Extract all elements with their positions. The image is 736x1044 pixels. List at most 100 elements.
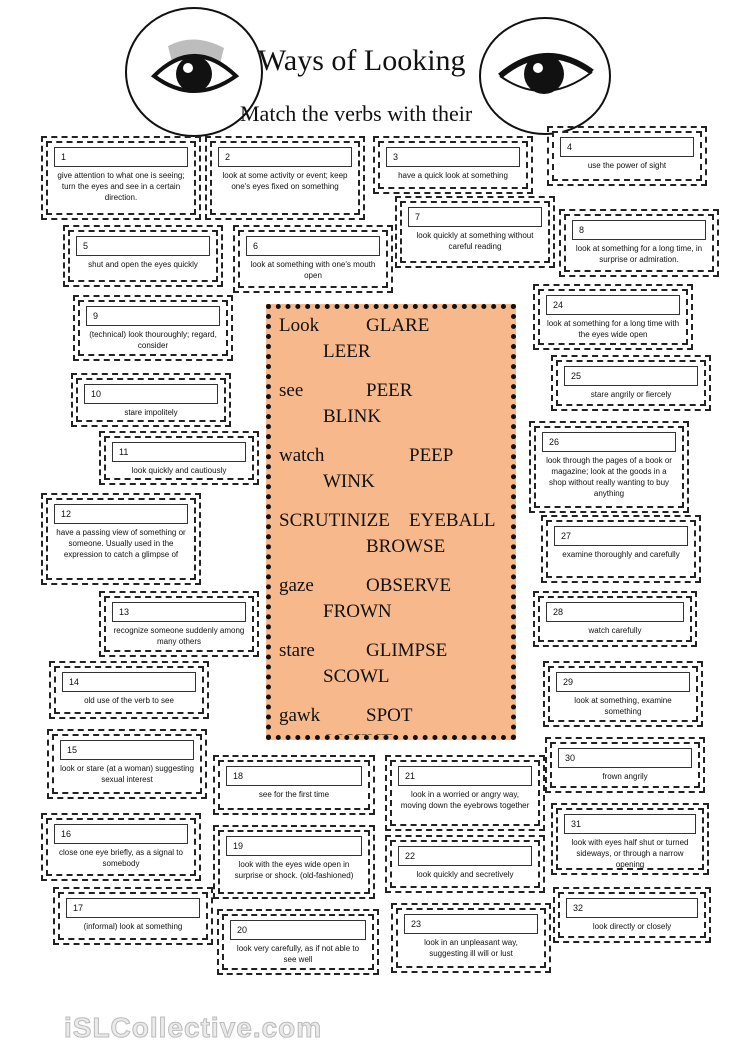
answer-field[interactable]: 19 [226,836,362,856]
definition-text: examine thoroughly and carefully [562,550,680,559]
word: GLARE [366,315,430,336]
answer-field[interactable]: 2 [218,147,352,167]
definition-card-30: 30 frown angrily [545,737,705,793]
answer-field[interactable]: 24 [546,295,680,315]
answer-field[interactable]: 20 [230,920,366,940]
word: see [279,380,304,401]
word: WINK [323,471,375,492]
definition-text: (informal) look at something [83,922,183,931]
definition-text: look at some activity or event; keep one… [222,171,348,191]
answer-field[interactable]: 7 [408,207,542,227]
definition-card-8: 8 look at something for a long time, in … [559,209,719,277]
word: SCOWL [323,666,390,687]
definition-card-15: 15 look or stare (at a woman) suggesting… [47,729,207,799]
page-subtitle: Match the verbs with their [240,101,473,126]
definition-card-19: 19 look with the eyes wide open in surpr… [213,825,375,899]
definition-text: look at something with one's mouth open [250,260,376,280]
definition-text: look very carefully, as if not able to s… [236,944,360,964]
word: BLINK [323,406,382,427]
page-title: Ways of Looking [258,44,466,77]
word-bank: Look GLARE LEER see PEER BLINK watch PEE… [266,304,516,740]
answer-field[interactable]: 26 [542,432,676,452]
definition-text: stare angrily or fiercely [590,390,672,399]
word: GLIMPSE [366,640,448,661]
answer-field[interactable]: 15 [60,740,194,760]
answer-field[interactable]: 10 [84,384,218,404]
answer-field[interactable]: 28 [546,602,684,622]
word: gawk [279,705,321,726]
definition-text: look quickly at something without carefu… [416,231,534,251]
answer-field[interactable]: 32 [566,898,698,918]
definition-text: see for the first time [258,790,330,799]
word: watch [279,445,325,466]
answer-field[interactable]: 30 [558,748,692,768]
answer-field[interactable]: 18 [226,766,362,786]
answer-field[interactable]: 11 [112,442,246,462]
definition-card-29: 29 look at something, examine something [543,661,703,727]
word: OBSERVE [366,575,452,596]
answer-field[interactable]: 22 [398,846,532,866]
definition-card-6: 6 look at something with one's mouth ope… [233,225,393,293]
answer-field[interactable]: 9 [86,306,220,326]
answer-field[interactable]: 31 [564,814,696,834]
definition-card-13: 13 recognize someone suddenly among many… [99,591,259,657]
answer-field[interactable]: 23 [404,914,538,934]
definition-text: look through the pages of a book or maga… [546,456,672,498]
word: SPOT [366,705,413,726]
definition-card-3: 3 have a quick look at something [373,136,533,194]
word: PEER [366,380,413,401]
definition-text: frown angrily [602,772,648,781]
definition-text: shut and open the eyes quickly [88,260,198,269]
word: SCRUTINIZE [279,510,390,531]
answer-field[interactable]: 1 [54,147,188,167]
definition-card-17: 17 (informal) look at something [53,887,213,945]
answer-field[interactable]: 12 [54,504,188,524]
definition-text: old use of the verb to see [84,696,174,705]
definition-text: look with eyes half shut or turned sidew… [571,838,689,869]
word: LEER [323,341,371,362]
definition-card-31: 31 look with eyes half shut or turned si… [551,803,709,875]
answer-field[interactable]: 21 [398,766,532,786]
answer-field[interactable]: 4 [560,137,694,157]
word: stare [279,640,315,661]
definition-text: close one eye briefly, as a signal to so… [59,848,183,868]
word: BROWSE [366,536,446,557]
answer-field[interactable]: 29 [556,672,690,692]
answer-field[interactable]: 14 [62,672,196,692]
definition-text: have a passing view of something or some… [56,528,186,559]
definition-card-2: 2 look at some activity or event; keep o… [205,136,365,220]
definition-card-18: 18 see for the first time [213,755,375,815]
answer-field[interactable]: 27 [554,526,688,546]
definition-card-24: 24 look at something for a long time wit… [533,284,693,350]
answer-field[interactable]: 8 [572,220,706,240]
definition-text: stare impolitely [124,408,178,417]
answer-field[interactable]: 6 [246,236,380,256]
definition-text: recognize someone suddenly among many ot… [113,626,245,646]
definition-text: look at something, examine something [574,696,672,716]
answer-field[interactable]: 3 [386,147,520,167]
definition-card-7: 7 look quickly at something without care… [395,196,555,268]
definition-text: watch carefully [588,626,642,635]
answer-field[interactable]: 5 [76,236,210,256]
definition-card-23: 23 look in an unpleasant way, suggesting… [391,903,551,973]
definition-card-21: 21 look in a worried or angry way, movin… [385,755,545,831]
definition-card-22: 22 look quickly and secretively [385,835,545,893]
definition-text: look in an unpleasant way, suggesting il… [424,938,518,958]
answer-field[interactable]: 25 [564,366,698,386]
definition-card-11: 11 look quickly and cautiously [99,431,259,485]
left-eye-icon [125,7,263,137]
definition-text: use the power of sight [587,161,667,170]
right-eye-icon [479,17,611,135]
definition-text: look with the eyes wide open in surprise… [234,860,354,880]
answer-field[interactable]: 13 [112,602,246,622]
word: Look [279,315,320,336]
definition-text: have a quick look at something [398,171,508,180]
definition-text: look at something for a long time, in su… [575,244,703,264]
answer-field[interactable]: 16 [54,824,188,844]
definition-card-26: 26 look through the pages of a book or m… [529,421,689,513]
definition-card-14: 14 old use of the verb to see [49,661,209,719]
definition-text: (technical) look thouroughly; regard, co… [89,330,217,350]
definition-text: look quickly and cautiously [131,466,227,475]
definition-card-1: 1 give attention to what one is seeing; … [41,136,201,220]
answer-field[interactable]: 17 [66,898,200,918]
